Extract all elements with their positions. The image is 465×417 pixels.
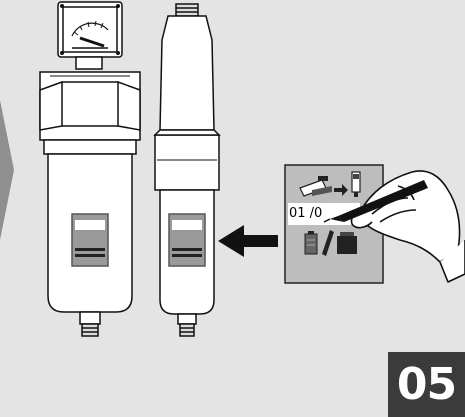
battery-icon bbox=[304, 231, 318, 255]
arrow-left-icon bbox=[218, 225, 278, 257]
pen-icon bbox=[323, 180, 428, 223]
edge-arrow-icon bbox=[0, 100, 14, 240]
wrench-icon bbox=[322, 230, 334, 256]
pressure-gauge-icon bbox=[57, 1, 123, 58]
element-replace-icon bbox=[299, 171, 361, 197]
step-number-badge: 05 bbox=[388, 352, 465, 417]
date-label: 01 /0 bbox=[289, 206, 323, 221]
filter-housing-icon bbox=[39, 1, 141, 337]
cartridge-icon bbox=[337, 232, 357, 254]
filter-element-icon bbox=[153, 3, 221, 337]
